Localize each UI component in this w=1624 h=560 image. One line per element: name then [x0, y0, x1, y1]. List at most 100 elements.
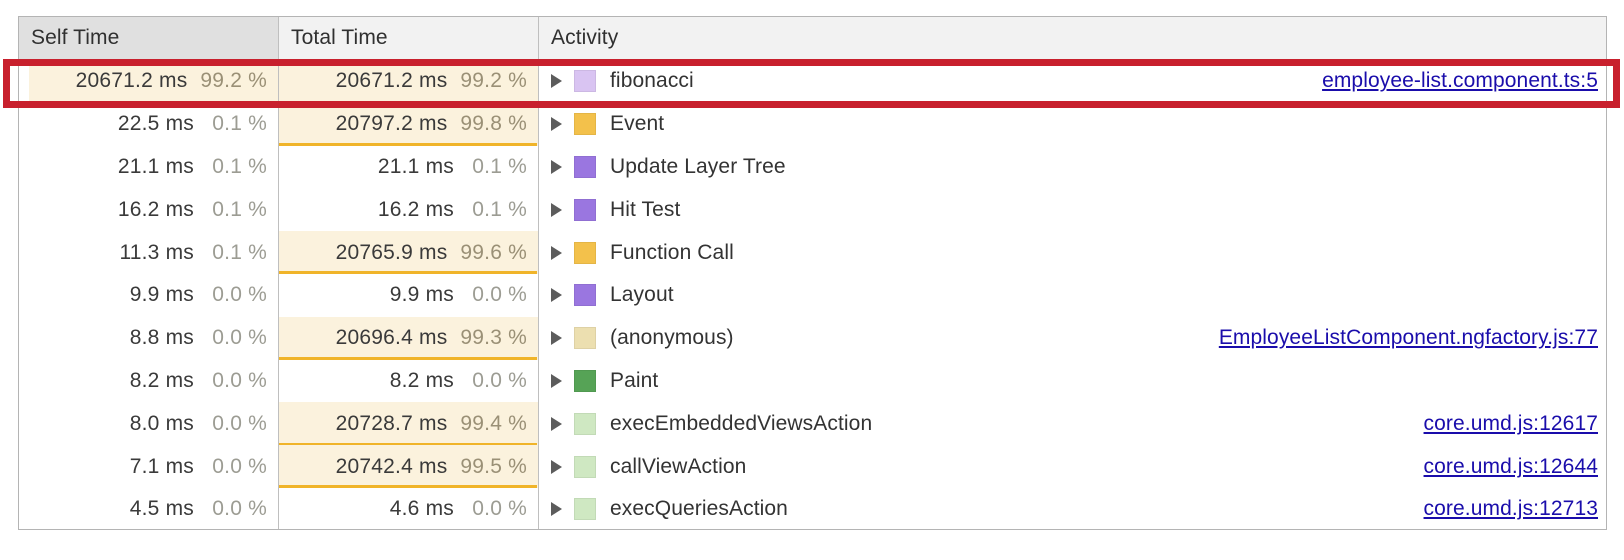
cell-self-time: 11.3 ms 0.1 % [19, 231, 279, 274]
total-time-value: 4.6 ms [389, 497, 454, 521]
rendering-swatch [574, 284, 596, 307]
total-time-value: 21.1 ms [377, 154, 454, 178]
painting-pale-swatch [574, 498, 596, 521]
cell-activity: Hit Test [539, 188, 1606, 231]
painting-pale-swatch [574, 412, 596, 435]
activity-label: Function Call [610, 240, 734, 264]
total-time-percent: 99.6 % [460, 240, 527, 264]
expand-triangle-icon[interactable] [551, 416, 562, 431]
self-time-percent: 0.0 % [212, 454, 267, 478]
expand-triangle-icon[interactable] [551, 202, 562, 217]
source-location-link[interactable]: core.umd.js:12617 [1423, 411, 1598, 435]
cell-activity: (anonymous) EmployeeListComponent.ngfacto… [539, 317, 1606, 360]
source-location-link[interactable]: core.umd.js:12713 [1423, 497, 1598, 521]
activity-label: Update Layer Tree [610, 154, 786, 178]
self-time-percent: 0.1 % [212, 240, 267, 264]
painting-pale-swatch [574, 455, 596, 478]
self-time-percent: 0.0 % [212, 326, 267, 350]
scripting-light-swatch [574, 70, 596, 93]
activity-label: (anonymous) [610, 326, 734, 350]
expand-triangle-icon[interactable] [551, 288, 562, 303]
cell-activity: Update Layer Tree [539, 146, 1606, 189]
total-time-value: 20728.7 ms [335, 411, 448, 435]
rendering-swatch [574, 155, 596, 178]
column-header-total-time[interactable]: Total Time [279, 17, 539, 59]
expand-triangle-icon[interactable] [551, 117, 562, 132]
column-header-self-time-label: Self Time [31, 26, 120, 49]
self-time-value: 20671.2 ms [75, 69, 188, 93]
total-time-percent: 0.0 % [472, 368, 527, 392]
source-location-link[interactable]: employee-list.component.ts:5 [1322, 69, 1598, 93]
self-time-percent: 0.0 % [212, 283, 267, 307]
total-time-percent: 99.8 % [460, 112, 527, 136]
expand-triangle-icon[interactable] [551, 331, 562, 346]
expand-triangle-icon[interactable] [551, 74, 562, 89]
activity-label: Hit Test [610, 197, 681, 221]
expand-triangle-icon[interactable] [551, 373, 562, 388]
total-time-value: 9.9 ms [389, 283, 454, 307]
cell-total-time: 20671.2 ms 99.2 % [279, 60, 539, 103]
self-time-percent: 0.0 % [212, 368, 267, 392]
self-time-percent: 0.1 % [212, 197, 267, 221]
activity-label: callViewAction [610, 454, 747, 478]
cell-self-time: 16.2 ms 0.1 % [19, 188, 279, 232]
source-location-link[interactable]: core.umd.js:12644 [1423, 454, 1598, 478]
self-time-value: 21.1 ms [117, 154, 194, 178]
total-time-value: 20671.2 ms [335, 69, 448, 93]
total-time-percent: 0.1 % [472, 154, 527, 178]
table-row[interactable]: 16.2 ms 0.1 % 16.2 ms 0.1 % Hit Test [19, 188, 1606, 232]
total-time-value: 20696.4 ms [335, 326, 448, 350]
expand-triangle-icon[interactable] [551, 502, 562, 517]
rendering-swatch [574, 198, 596, 221]
cell-total-time: 16.2 ms 0.1 % [279, 188, 539, 232]
self-time-value: 9.9 ms [129, 283, 194, 307]
cell-activity: callViewAction core.umd.js:12644 [539, 445, 1606, 488]
self-time-percent: 99.2 % [200, 69, 267, 93]
expand-triangle-icon[interactable] [551, 459, 562, 474]
column-header-total-time-label: Total Time [291, 26, 388, 49]
expand-triangle-icon[interactable] [551, 245, 562, 260]
cell-self-time: 9.9 ms 0.0 % [19, 273, 279, 317]
expand-triangle-icon[interactable] [551, 159, 562, 174]
cell-activity: Layout [539, 274, 1606, 317]
column-header-activity-label: Activity [551, 26, 619, 49]
total-time-value: 16.2 ms [377, 197, 454, 221]
self-time-value: 8.8 ms [129, 326, 194, 350]
column-header-activity[interactable]: Activity [539, 17, 1606, 59]
self-time-value: 16.2 ms [117, 197, 194, 221]
painting-swatch [574, 369, 596, 392]
activity-label: Event [610, 112, 665, 136]
source-location-link[interactable]: EmployeeListComponent.ngfactory.js:77 [1218, 326, 1598, 350]
self-time-value: 4.5 ms [129, 497, 194, 521]
total-time-value: 20742.4 ms [335, 454, 448, 478]
cell-total-time: 21.1 ms 0.1 % [279, 145, 539, 189]
total-time-percent: 0.1 % [472, 197, 527, 221]
scripting-swatch [574, 113, 596, 136]
column-header-self-time[interactable]: Self Time [19, 17, 279, 59]
self-time-value: 11.3 ms [119, 240, 194, 264]
scripting-pale-swatch [574, 327, 596, 350]
performance-bottom-up-table: Self Time Total Time Activity 20671.2 ms… [18, 16, 1607, 530]
total-time-percent: 99.2 % [460, 69, 527, 93]
cell-activity: Event [539, 103, 1606, 146]
self-time-percent: 0.1 % [212, 112, 267, 136]
